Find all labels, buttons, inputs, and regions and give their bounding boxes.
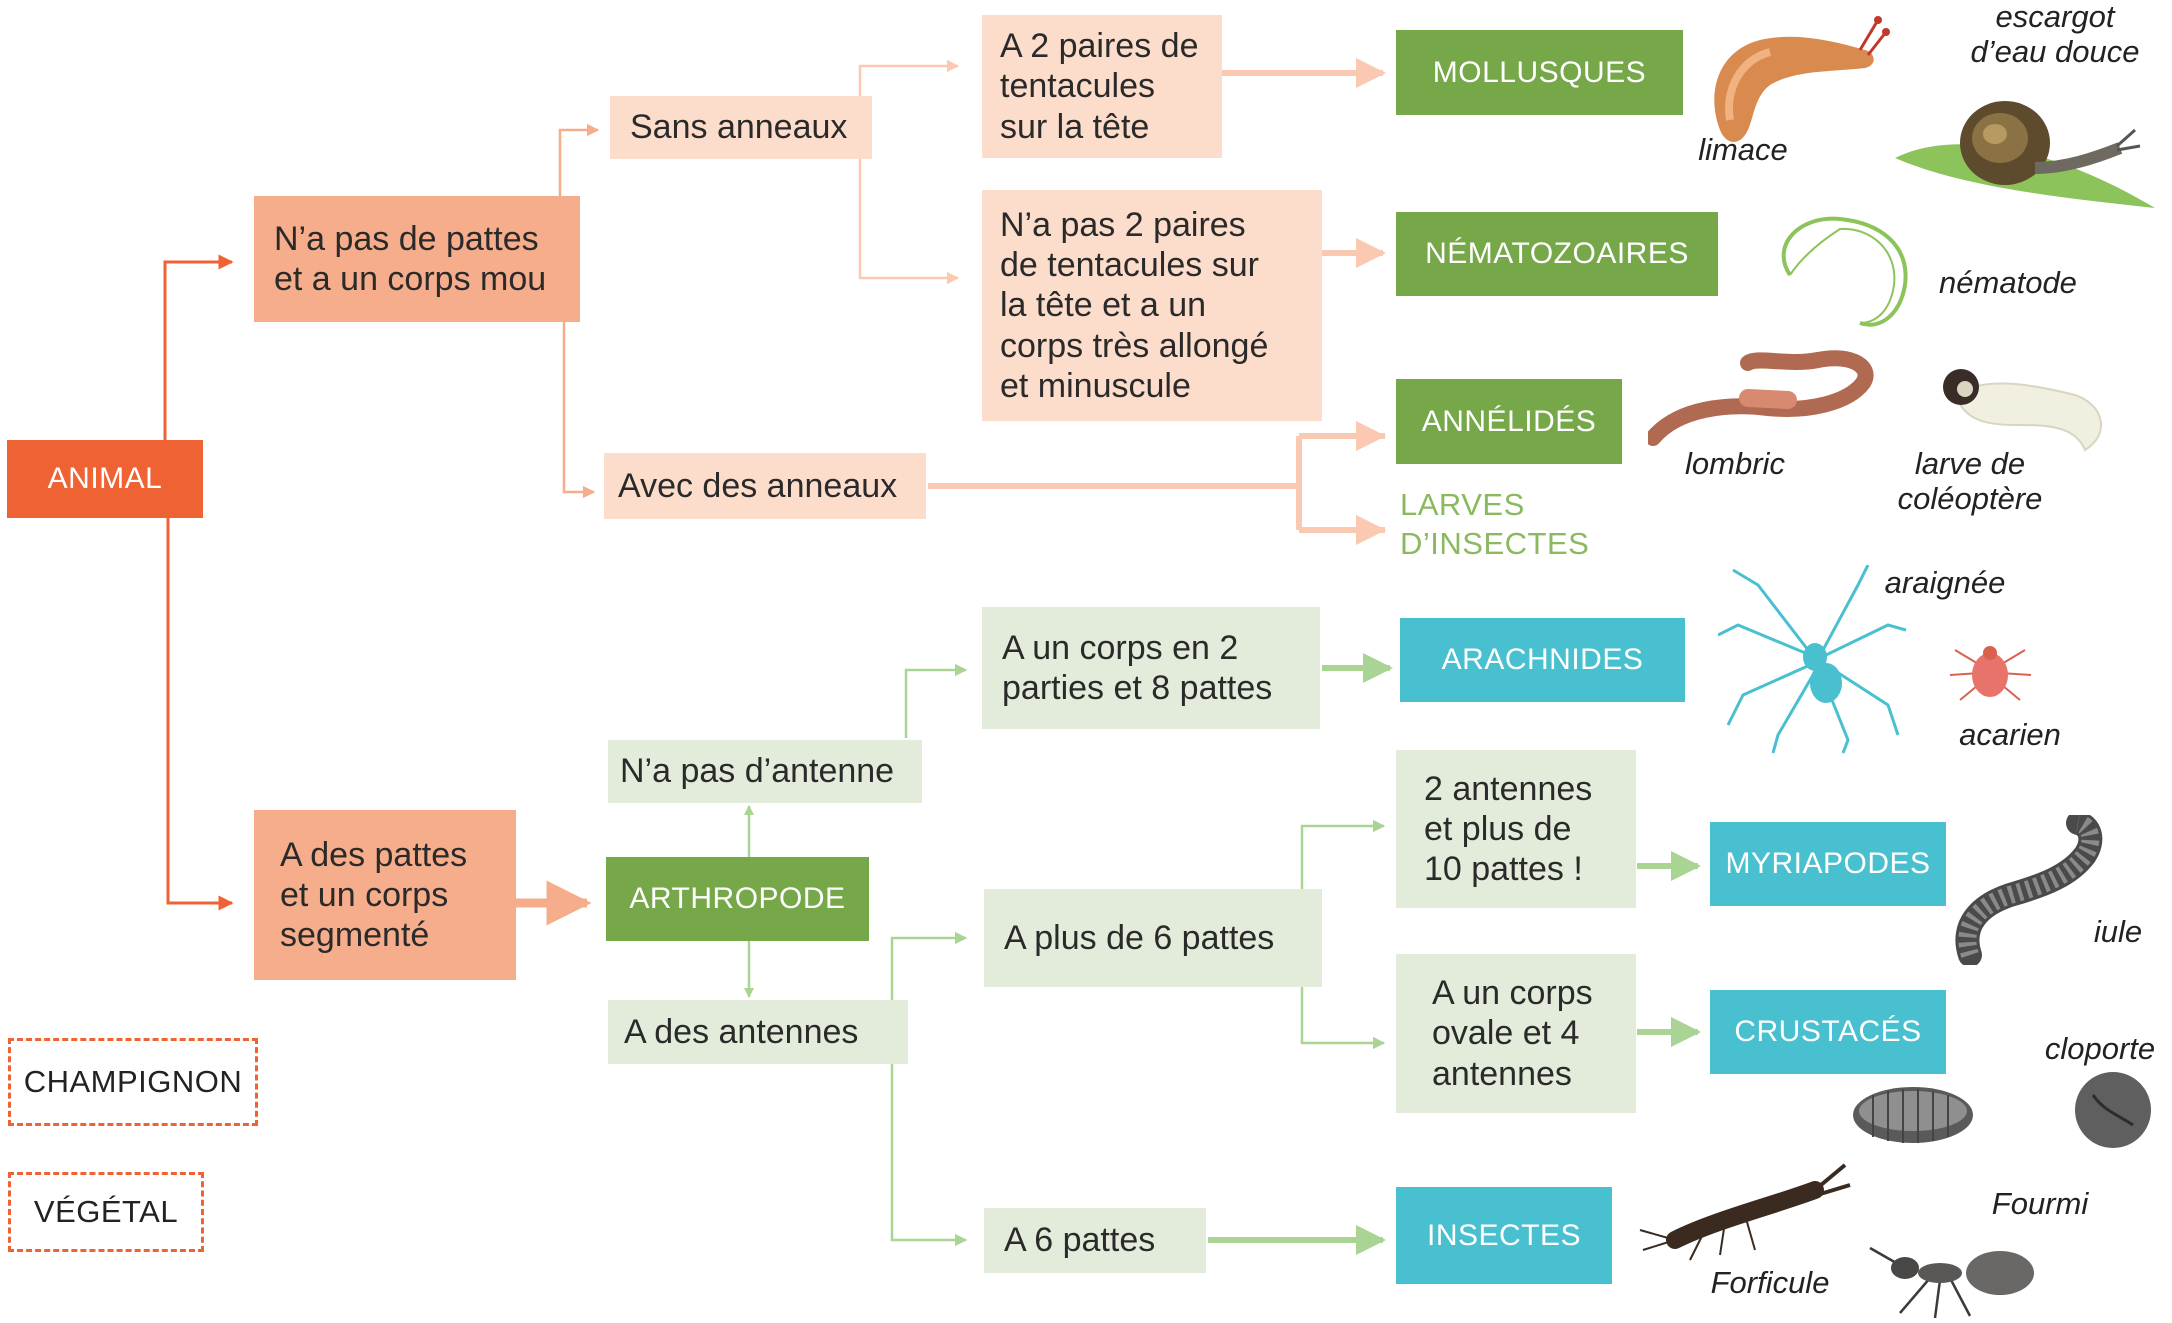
caption-acarien: acarien — [1959, 717, 2061, 752]
group-myriapodes: MYRIAPODES — [1710, 822, 1946, 906]
limace-illustration — [1714, 16, 1890, 142]
node-antennas-label: A des antennes — [624, 1012, 859, 1051]
group-crustaces-label: CRUSTACÉS — [1734, 1015, 1922, 1049]
group-nematozoaires-label: NÉMATOZOAIRES — [1425, 237, 1689, 271]
other-champignon: CHAMPIGNON — [8, 1038, 258, 1126]
node-not-two-pairs-label: N’a pas 2 paires de tentacules sur la tê… — [1000, 206, 1269, 405]
araignee-illustration — [1718, 565, 1907, 754]
group-mollusques-label: MOLLUSQUES — [1432, 55, 1647, 89]
node-two-pairs-label: A 2 paires de tentacules sur la tête — [1000, 27, 1199, 146]
caption-limace: limace — [1698, 132, 1788, 167]
caption-larve: larve de coléoptère — [1897, 446, 2043, 516]
node-animal: ANIMAL — [7, 440, 203, 518]
node-crustace-criterion-label: A un corps ovale et 4 antennes — [1432, 974, 1593, 1093]
node-more-6-legs: A plus de 6 pattes — [984, 889, 1322, 987]
nematode-illustration — [1781, 216, 1908, 327]
node-two-pairs: A 2 paires de tentacules sur la tête — [982, 15, 1222, 158]
node-no-antenna: N’a pas d’antenne — [608, 740, 922, 803]
group-annelides-label: ANNÉLIDÉS — [1421, 404, 1597, 438]
node-6-legs-label: A 6 pattes — [1004, 1221, 1156, 1260]
group-larves-insectes: LARVES D’INSECTES — [1400, 487, 1590, 561]
forficule-illustration — [1639, 1163, 1851, 1261]
node-myriapode-criterion: 2 antennes et plus de 10 pattes ! — [1396, 750, 1636, 908]
node-no-legs-label: N’a pas de pattes et a un corps mou — [274, 219, 547, 298]
node-no-rings: Sans anneaux — [610, 96, 872, 159]
node-no-legs: N’a pas de pattes et a un corps mou — [254, 196, 580, 322]
other-champignon-label: CHAMPIGNON — [23, 1064, 243, 1099]
caption-fourmi: Fourmi — [1991, 1186, 2089, 1221]
escargot-illustration — [1895, 101, 2155, 208]
node-legs-label: A des pattes et un corps segmenté — [280, 835, 468, 955]
caption-iule: iule — [2093, 914, 2143, 949]
iule-illustration — [1955, 815, 2103, 965]
node-not-two-pairs: N’a pas 2 paires de tentacules sur la tê… — [982, 190, 1322, 421]
group-arachnides-label: ARACHNIDES — [1441, 643, 1644, 677]
caption-escargot: escargot d’eau douce — [1970, 0, 2140, 69]
node-more-6-legs-label: A plus de 6 pattes — [1004, 918, 1275, 957]
node-6-legs: A 6 pattes — [984, 1208, 1206, 1273]
other-vegetal-label: VÉGÉTAL — [33, 1194, 179, 1229]
node-crustace-criterion: A un corps ovale et 4 antennes — [1396, 954, 1636, 1113]
node-rings: Avec des anneaux — [604, 453, 926, 519]
fourmi-illustration — [1869, 1246, 2034, 1319]
node-myriapode-criterion-label: 2 antennes et plus de 10 pattes ! — [1424, 769, 1593, 889]
larve-illustration — [1943, 369, 2102, 452]
node-arthropode-label: ARTHROPODE — [629, 882, 846, 916]
group-insectes: INSECTES — [1396, 1187, 1612, 1284]
group-nematozoaires: NÉMATOZOAIRES — [1396, 212, 1718, 296]
group-mollusques: MOLLUSQUES — [1396, 30, 1683, 115]
node-no-rings-label: Sans anneaux — [630, 108, 848, 147]
caption-cloporte: cloporte — [2044, 1031, 2156, 1066]
node-body-2-parts-label: A un corps en 2 parties et 8 pattes — [1002, 628, 1273, 707]
caption-lombric: lombric — [1685, 446, 1785, 481]
node-rings-label: Avec des anneaux — [618, 466, 898, 505]
acarien-illustration — [1949, 646, 2032, 701]
node-no-antenna-label: N’a pas d’antenne — [620, 752, 895, 791]
group-crustaces: CRUSTACÉS — [1710, 990, 1946, 1074]
node-legs: A des pattes et un corps segmenté — [254, 810, 516, 980]
group-annelides: ANNÉLIDÉS — [1396, 379, 1622, 464]
group-myriapodes-label: MYRIAPODES — [1725, 847, 1931, 881]
caption-araignee: araignée — [1884, 565, 2006, 600]
node-antennas: A des antennes — [608, 1000, 908, 1064]
caption-nematode: nématode — [1939, 265, 2077, 300]
caption-forficule: Forficule — [1710, 1265, 1830, 1300]
cloporte-illustration — [1853, 1072, 2151, 1148]
other-vegetal: VÉGÉTAL — [8, 1172, 204, 1252]
group-insectes-label: INSECTES — [1426, 1218, 1582, 1252]
node-body-2-parts: A un corps en 2 parties et 8 pattes — [982, 607, 1320, 729]
node-animal-label: ANIMAL — [47, 462, 163, 496]
lombric-illustration — [1648, 350, 1874, 446]
node-arthropode: ARTHROPODE — [606, 857, 869, 941]
group-arachnides: ARACHNIDES — [1400, 618, 1685, 702]
